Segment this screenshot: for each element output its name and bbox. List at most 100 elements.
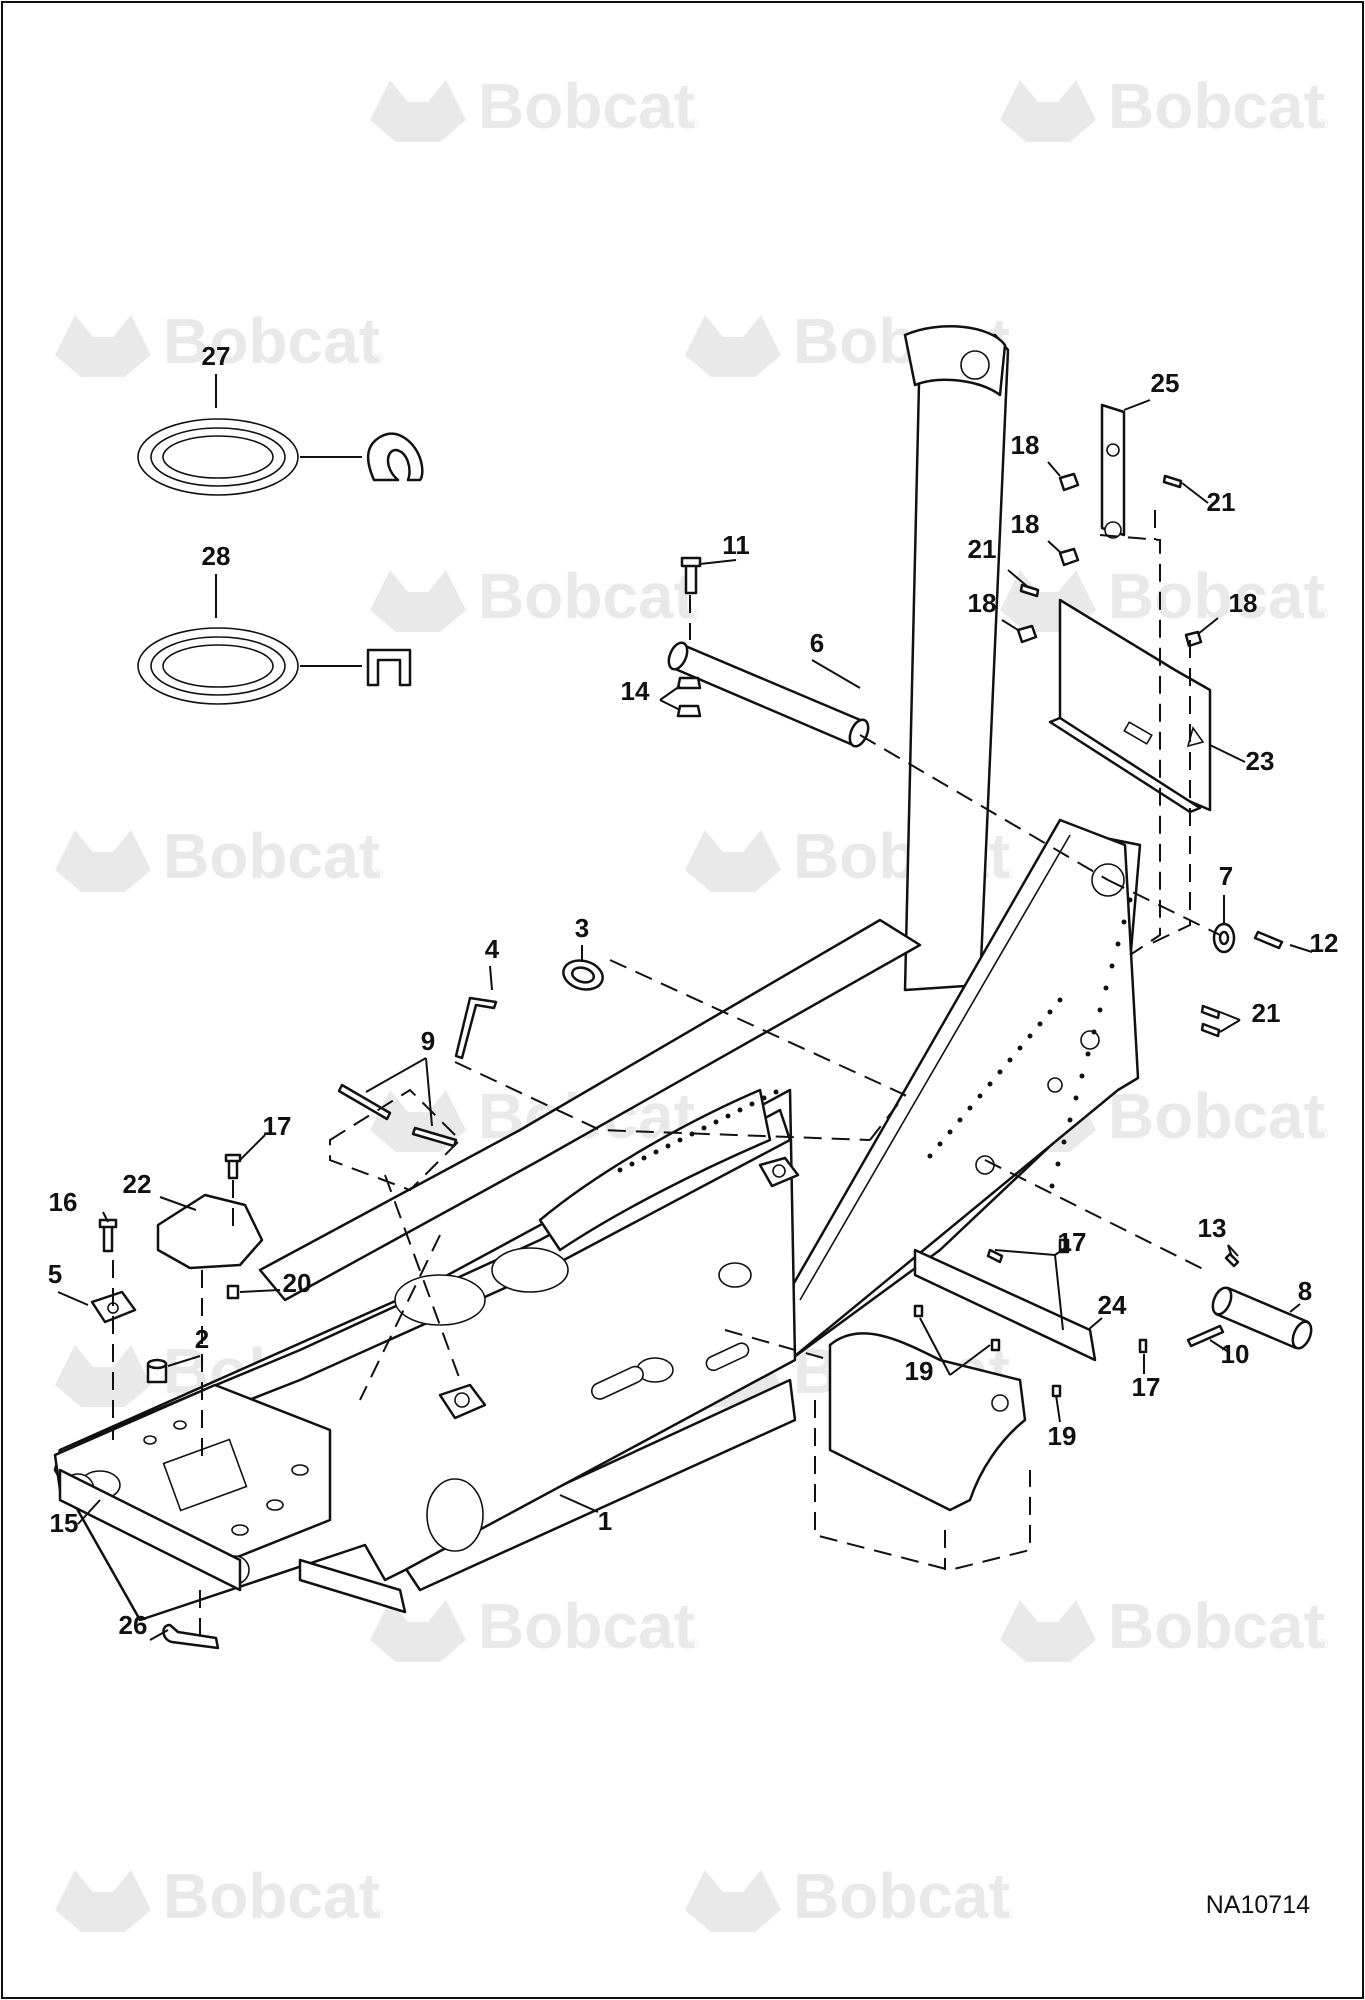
bobcat-logo-icon [55,830,151,892]
callout-label-21: 21 [968,534,997,564]
callout-label-17: 17 [1132,1372,1161,1402]
seal-coils-27-28 [137,418,424,705]
bobcat-logo-icon [370,570,466,632]
bobcat-logo-icon [685,830,781,892]
bolt-11-nuts-14 [676,556,702,718]
rod-4-grommet-3-pins-9 [337,959,604,1148]
watermark-reg-mark: ® [688,115,699,131]
bobcat-watermark: Bobcat® [55,305,384,377]
bobcat-watermark: Bobcat® [1000,70,1329,142]
watermark-text: Bobcat [1108,70,1325,142]
bobcat-logo-icon [55,1870,151,1932]
watermark-reg-mark: ® [1318,1125,1329,1141]
cover-plate-22 [156,1193,264,1270]
callout-label-5: 5 [48,1259,62,1289]
callout-label-15: 15 [50,1508,79,1538]
watermark-reg-mark: ® [373,350,384,366]
watermark-reg-mark: ® [688,605,699,621]
callout-label-18: 18 [1011,509,1040,539]
watermark-reg-mark: ® [1318,115,1329,131]
assembly-dash-lines [112,510,1221,1640]
watermark-reg-mark: ® [1318,605,1329,621]
callout-label-1: 1 [598,1506,612,1536]
bobcat-watermark: Bobcat® [370,560,699,632]
watermark-reg-mark: ® [373,1905,384,1921]
main-frame [53,325,1142,1622]
callout-label-2: 2 [195,1324,209,1354]
small-hardware [90,1153,242,1384]
watermark-text: Bobcat [163,820,380,892]
watermark-text: Bobcat [163,1860,380,1932]
bobcat-watermark: Bobcat® [1000,560,1329,632]
callout-label-17: 17 [263,1111,292,1141]
bobcat-logo-icon [685,1870,781,1932]
watermark-text: Bobcat [478,1590,695,1662]
bobcat-watermark: Bobcat® [55,1860,384,1932]
watermark-text: Bobcat [163,305,380,377]
watermark-text: Bobcat [1108,560,1325,632]
watermark-layer: Bobcat®Bobcat®Bobcat®Bobcat®Bobcat®Bobca… [55,70,1329,1932]
bobcat-logo-icon [685,315,781,377]
callout-label-13: 13 [1198,1213,1227,1243]
upper-pivot-pin [667,641,870,748]
watermark-text: Bobcat [1108,1080,1325,1152]
watermark-text: Bobcat [478,70,695,142]
callout-label-28: 28 [202,541,231,571]
callout-label-20: 20 [283,1268,312,1298]
fasteners-18-21 [913,472,1240,1398]
figure-id: NA10714 [1206,1891,1310,1919]
callout-label-19: 19 [905,1356,934,1386]
watermark-reg-mark: ® [373,865,384,881]
bobcat-watermark: Bobcat® [55,820,384,892]
plate-23 [1048,598,1212,814]
bobcat-logo-icon [55,1345,151,1407]
callout-label-19: 19 [1048,1421,1077,1451]
watermark-reg-mark: ® [1003,865,1014,881]
bobcat-logo-icon [1000,1600,1096,1662]
bobcat-watermark: Bobcat® [370,1590,699,1662]
callout-label-8: 8 [1298,1276,1312,1306]
callout-label-10: 10 [1221,1339,1250,1369]
callout-label-23: 23 [1246,746,1275,776]
callout-label-9: 9 [421,1026,435,1056]
watermark-reg-mark: ® [688,1635,699,1651]
watermark-reg-mark: ® [1318,1635,1329,1651]
watermark-reg-mark: ® [1003,1905,1014,1921]
bobcat-watermark: Bobcat® [1000,1590,1329,1662]
callout-label-17: 17 [1058,1227,1087,1257]
bobcat-logo-icon [370,80,466,142]
callout-label-18: 18 [1229,588,1258,618]
bobcat-logo-icon [370,1600,466,1662]
watermark-text: Bobcat [793,1860,1010,1932]
callout-leader-lines [57,374,1313,1641]
callout-label-12: 12 [1310,928,1339,958]
washer-7-bolt-12 [1212,922,1284,954]
callout-label-21: 21 [1252,998,1281,1028]
bobcat-watermark: Bobcat® [685,1860,1014,1932]
callout-label-7: 7 [1219,861,1233,891]
callout-label-22: 22 [123,1169,152,1199]
callout-label-3: 3 [575,913,589,943]
callout-label-6: 6 [810,628,824,658]
callout-label-4: 4 [485,934,500,964]
callout-label-18: 18 [968,588,997,618]
callout-label-21: 21 [1207,487,1236,517]
watermark-text: Bobcat [478,560,695,632]
callout-label-24: 24 [1098,1290,1127,1320]
frame-rivet-holes [617,897,1133,1189]
callout-label-14: 14 [621,676,650,706]
callout-label-11: 11 [722,530,750,560]
callout-label-26: 26 [119,1610,148,1640]
bobcat-watermark: Bobcat® [370,70,699,142]
cover-24 [828,1248,1097,1512]
callout-label-16: 16 [49,1187,78,1217]
rod-26 [162,1623,220,1650]
bobcat-logo-icon [55,315,151,377]
callout-label-25: 25 [1151,368,1180,398]
bobcat-logo-icon [1000,80,1096,142]
watermark-text: Bobcat [1108,1590,1325,1662]
lower-pivot-pin [1211,1286,1313,1350]
